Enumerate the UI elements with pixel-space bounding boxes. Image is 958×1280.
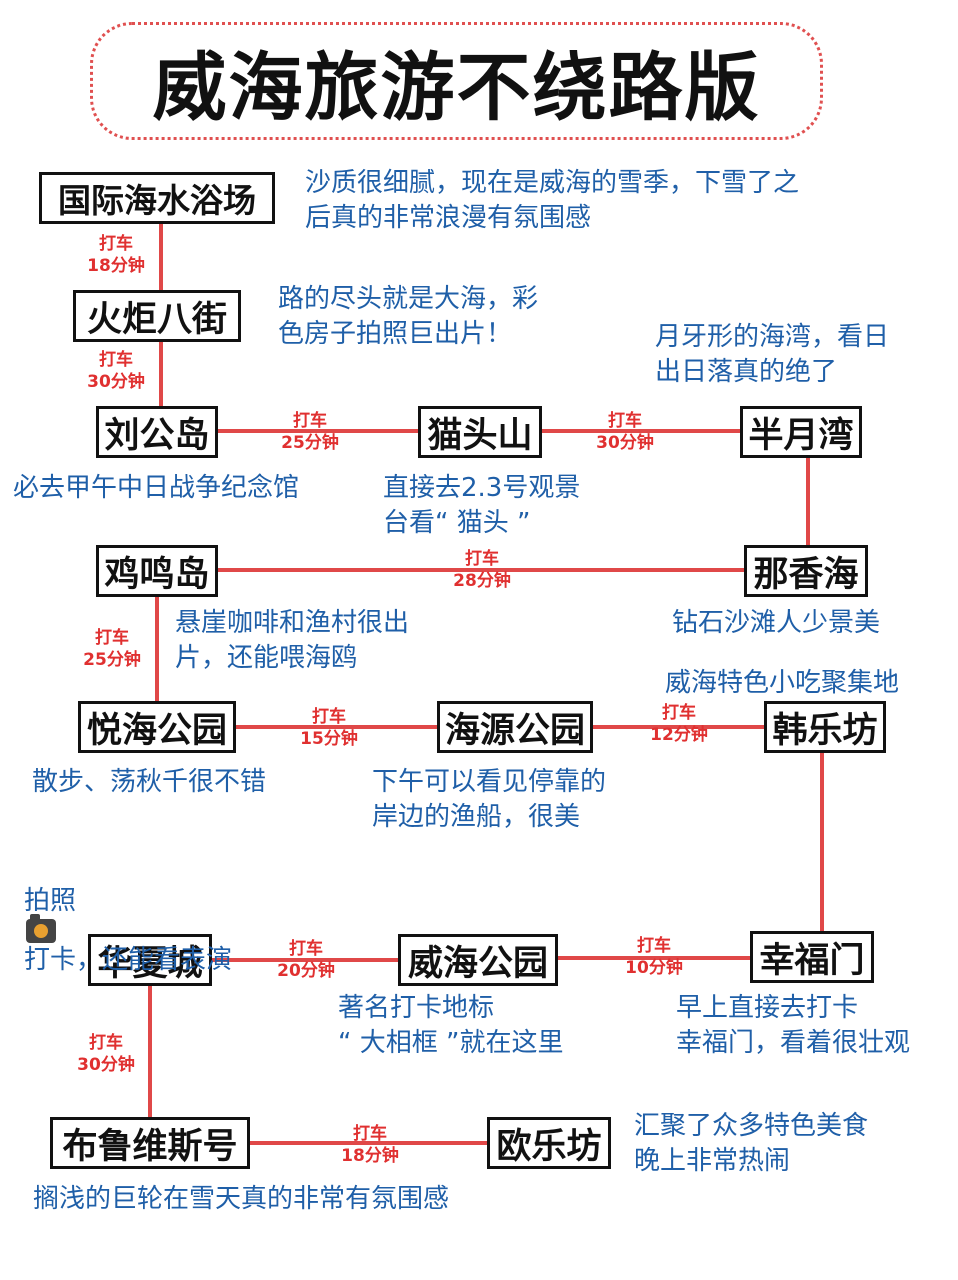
- edge-mode: 打车: [465, 549, 499, 569]
- edge-mode: 打车: [637, 936, 671, 956]
- note-banyue: 月牙形的海湾，看日 出日落真的绝了: [655, 322, 890, 387]
- edge-time: 18分钟: [87, 256, 145, 276]
- edge-mode: 打车: [293, 411, 327, 431]
- edge-mode: 打车: [353, 1124, 387, 1144]
- node-huaxia: 华夏城: [88, 934, 212, 986]
- note-weihai-park: 著名打卡地标 “ 大相框 ”就在这里: [338, 993, 564, 1058]
- title-frame: 威海旅游不绕路版: [90, 22, 823, 140]
- edge-time: 10分钟: [625, 958, 683, 978]
- edge-label: 打车 18分钟: [332, 1123, 408, 1167]
- node-banyue: 半月湾: [740, 406, 862, 458]
- note-huaxia-line: 拍照打卡，还能看表演: [24, 886, 233, 975]
- edge-mode: 打车: [89, 1033, 123, 1053]
- note-bulu: 搁浅的巨轮在雪天真的非常有氛围感: [33, 1184, 450, 1214]
- note-guoji: 沙质很细腻，现在是威海的雪季，下雪了之 后真的非常浪漫有氛围感: [305, 168, 800, 233]
- node-huoju: 火炬八街: [73, 290, 241, 342]
- edge-label: 打车 25分钟: [76, 627, 148, 671]
- node-maotou: 猫头山: [418, 406, 542, 458]
- edge-time: 20分钟: [277, 961, 335, 981]
- edge-label: 打车 20分钟: [268, 938, 344, 982]
- node-oule: 欧乐坊: [487, 1117, 611, 1169]
- edge-mode: 打车: [662, 703, 696, 723]
- page-title: 威海旅游不绕路版: [152, 44, 761, 131]
- node-jiming: 鸡鸣岛: [96, 545, 218, 597]
- note-oule: 汇聚了众多特色美食 晚上非常热闹: [634, 1111, 869, 1176]
- edge-label: 打车 10分钟: [616, 935, 692, 979]
- note-xingfu: 早上直接去打卡 幸福门，看着很壮观: [676, 993, 911, 1058]
- note-huoju: 路的尽头就是大海，彩 色房子拍照巨出片！: [278, 284, 539, 349]
- edge-mode: 打车: [99, 350, 133, 370]
- edge-time: 18分钟: [341, 1146, 399, 1166]
- edge-time: 30分钟: [87, 372, 145, 392]
- edge-time: 30分钟: [77, 1055, 135, 1075]
- node-guoji: 国际海水浴场: [39, 172, 275, 224]
- note-jiming: 悬崖咖啡和渔村很出 片，还能喂海鸥: [175, 608, 410, 673]
- node-naxiang: 那香海: [744, 545, 868, 597]
- edge-mode: 打车: [608, 411, 642, 431]
- note-maotou: 直接去2.3号观景 台看“ 猫头 ”: [383, 473, 581, 538]
- edge-label: 打车 30分钟: [70, 1032, 142, 1076]
- edge-time: 25分钟: [281, 433, 339, 453]
- edge-time: 25分钟: [83, 650, 141, 670]
- edge-time: 28分钟: [453, 571, 511, 591]
- edge-mode: 打车: [289, 939, 323, 959]
- note-haiyuan: 下午可以看见停靠的 岸边的渔船，很美: [372, 767, 607, 832]
- note-liugong: 必去甲午中日战争纪念馆: [13, 473, 300, 503]
- edge-label: 打车 18分钟: [80, 233, 152, 277]
- node-haiyuan: 海源公园: [437, 701, 593, 753]
- edge-mode: 打车: [312, 707, 346, 727]
- node-bulu: 布鲁维斯号: [50, 1117, 250, 1169]
- edge-label: 打车 30分钟: [587, 410, 663, 454]
- node-liugong: 刘公岛: [96, 406, 218, 458]
- edge-time: 15分钟: [300, 729, 358, 749]
- node-weihai-park: 威海公园: [398, 934, 558, 986]
- edge-label: 打车 28分钟: [444, 548, 520, 592]
- node-yuehai: 悦海公园: [78, 701, 236, 753]
- edge-mode: 打车: [99, 234, 133, 254]
- edge-label: 打车 12分钟: [641, 702, 717, 746]
- edge-label: 打车 30分钟: [80, 349, 152, 393]
- node-xingfu: 幸福门: [750, 931, 874, 983]
- note-hanle: 威海特色小吃聚集地: [665, 668, 900, 698]
- edge-label: 打车 15分钟: [291, 706, 367, 750]
- edge-time: 30分钟: [596, 433, 654, 453]
- camera-icon: [26, 914, 56, 943]
- note-naxiang: 钻石沙滩人少景美: [672, 608, 881, 638]
- edge-time: 12分钟: [650, 725, 708, 745]
- edge-mode: 打车: [95, 628, 129, 648]
- note-huaxia: 拍照打卡，还能看表演: [24, 884, 232, 978]
- note-yuehai: 散步、荡秋千很不错: [32, 767, 267, 797]
- node-hanle: 韩乐坊: [764, 701, 886, 753]
- edge-label: 打车 25分钟: [272, 410, 348, 454]
